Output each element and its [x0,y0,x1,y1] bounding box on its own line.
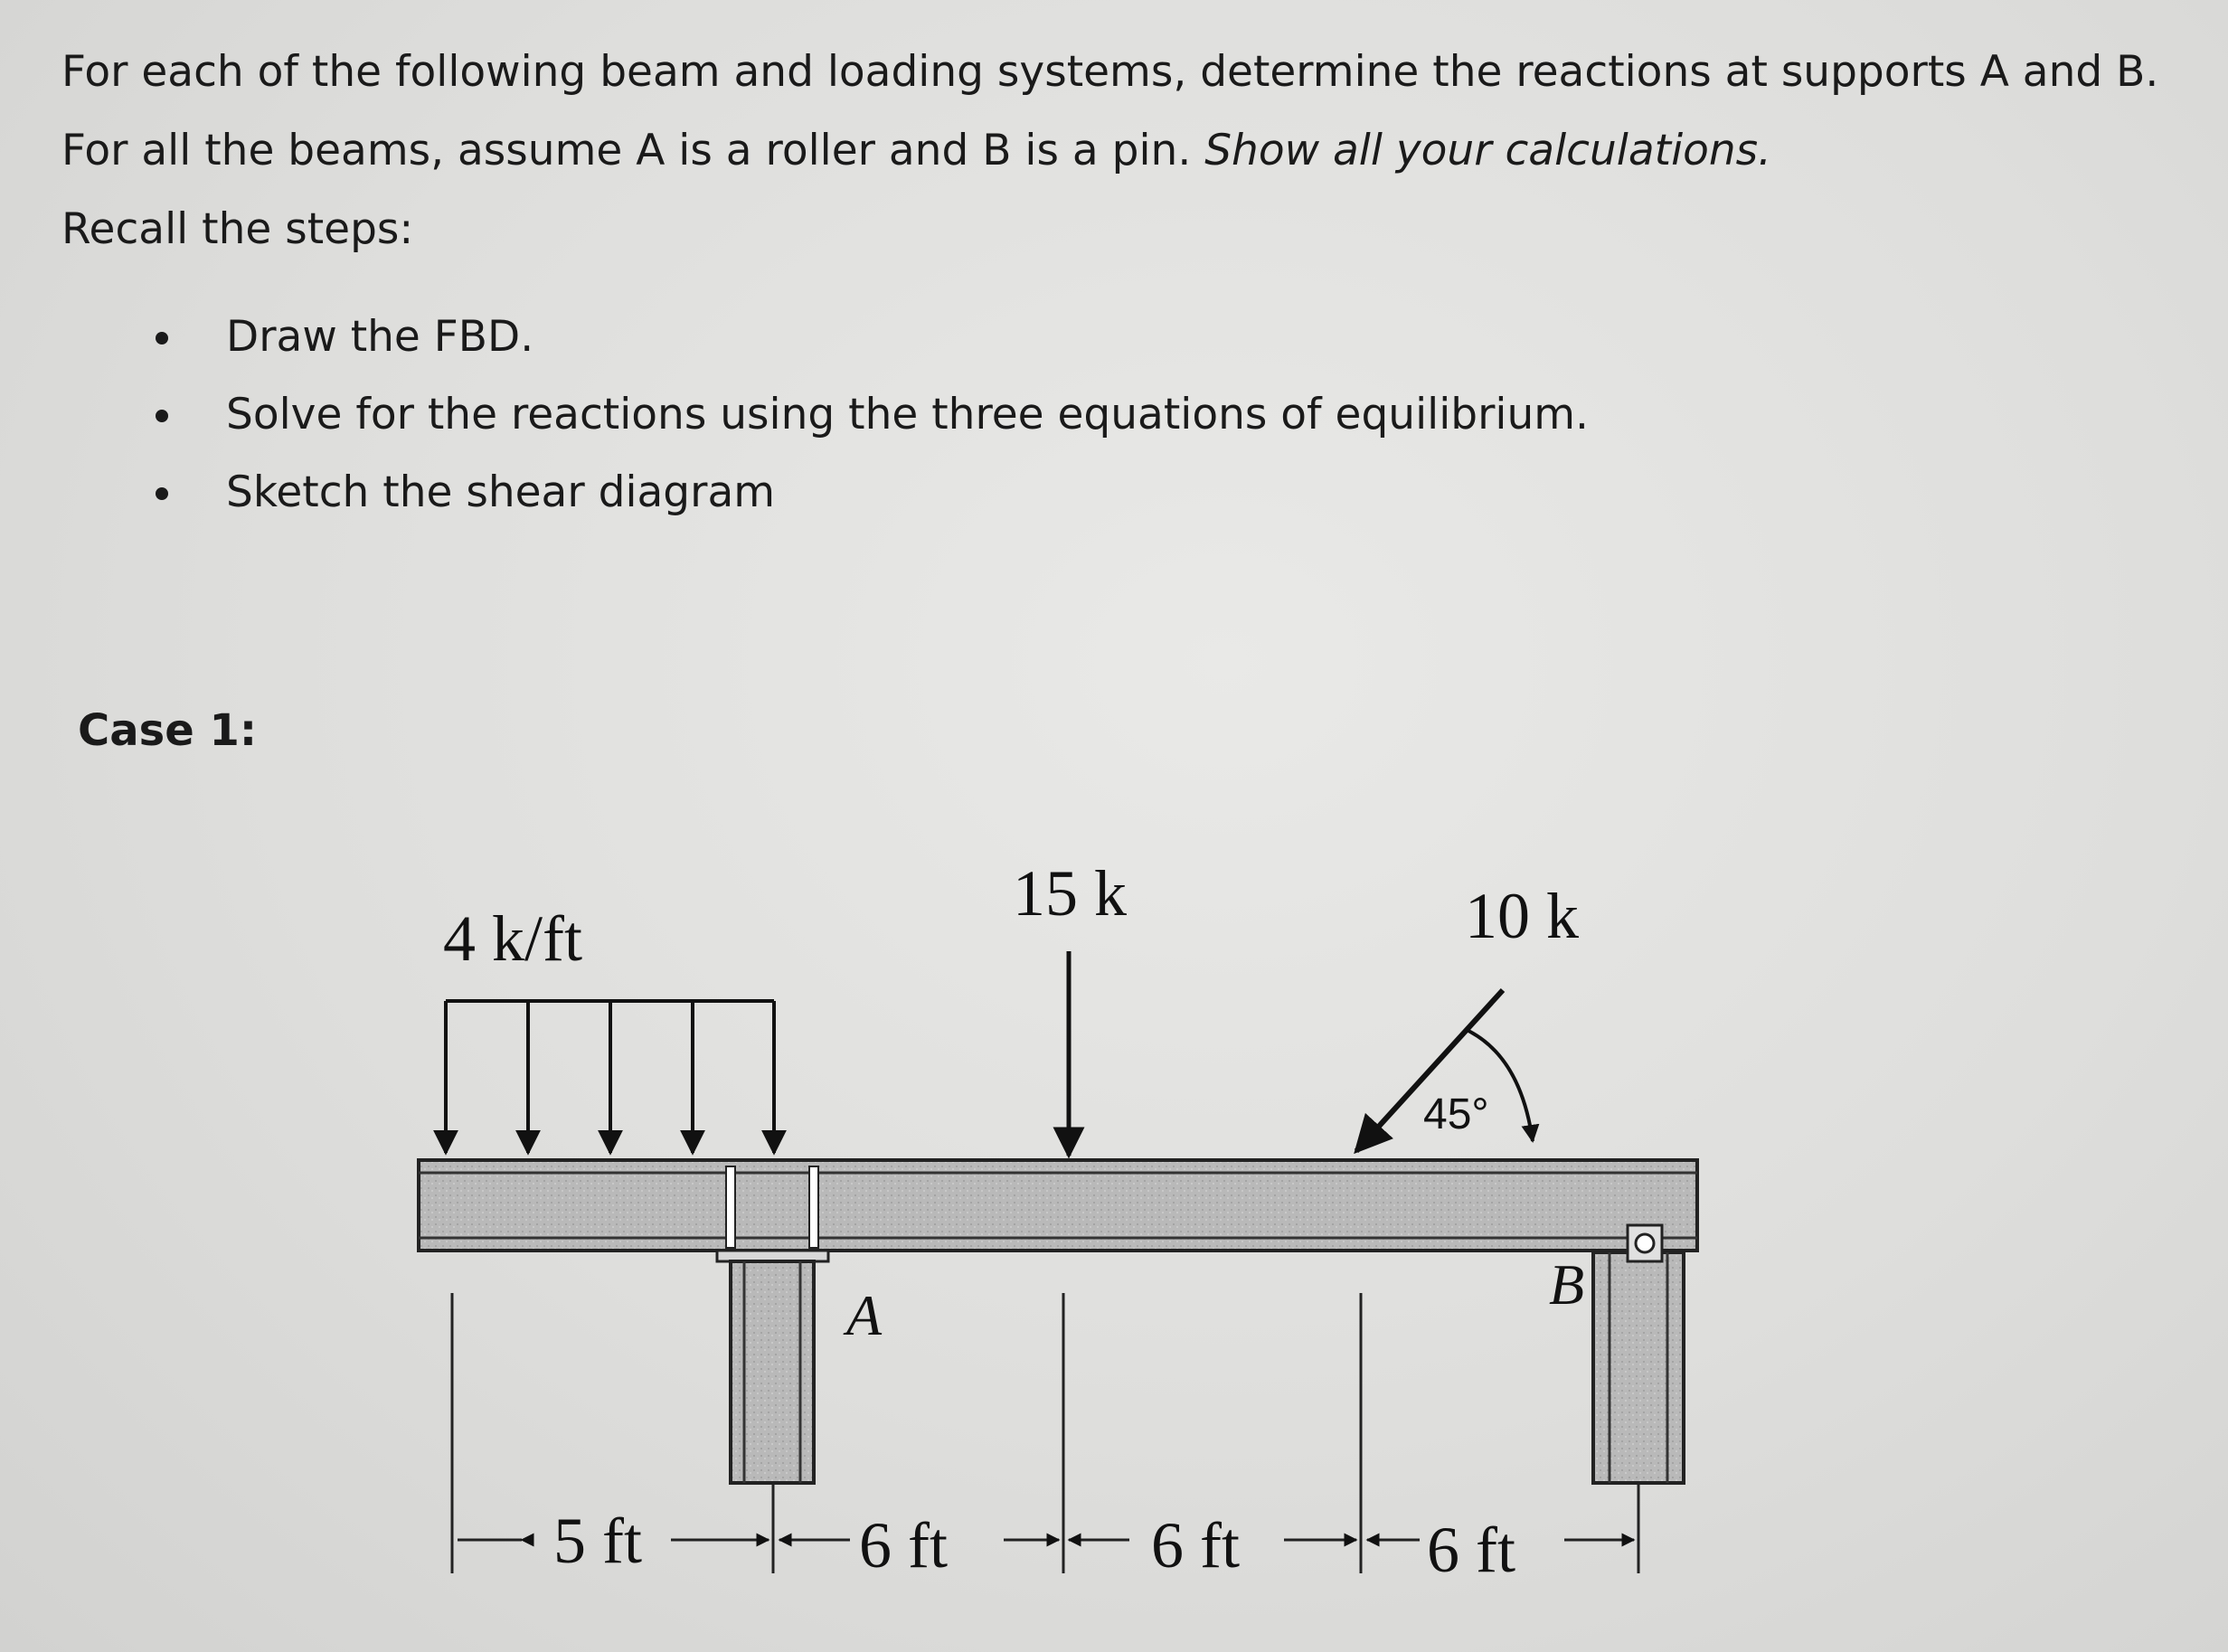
step-item: Sketch the shear diagram [136,454,1589,532]
intro-emphasis: Show all your calculations. [1204,126,1772,175]
dimension-label: 6 ft [859,1509,948,1581]
intro-recall: Recall the steps: [61,204,414,254]
step-item: Draw the FBD. [136,298,1589,376]
support-a-column [715,1166,830,1485]
dimension-label: 5 ft [553,1505,642,1577]
distributed-load-label: 4 k/ft [443,902,582,975]
distributed-load [433,999,787,1156]
dimension-lines [450,1293,1640,1573]
support-b-label: B [1549,1252,1584,1317]
support-b-column [1591,1223,1685,1485]
problem-statement: For each of the following beam and loadi… [61,33,2177,269]
point-load-1-label: 15 k [1013,857,1127,930]
inclined-load-arrow [1354,987,1506,1155]
pin-bolt-icon [1634,1232,1656,1254]
dimension-label: 6 ft [1427,1514,1515,1586]
intro-text: For each of the following beam and loadi… [61,47,2159,175]
angle-label: 45° [1423,1090,1489,1138]
angle-arc [1468,1029,1540,1143]
beam [417,1158,1699,1252]
steps-list: Draw the FBD. Solve for the reactions us… [136,298,1589,532]
step-item: Solve for the reactions using the three … [136,376,1589,454]
support-a-label: A [843,1283,883,1347]
point-load-2-label: 10 k [1465,880,1579,952]
dimension-label: 6 ft [1151,1509,1240,1581]
case-label: Case 1: [78,705,258,756]
